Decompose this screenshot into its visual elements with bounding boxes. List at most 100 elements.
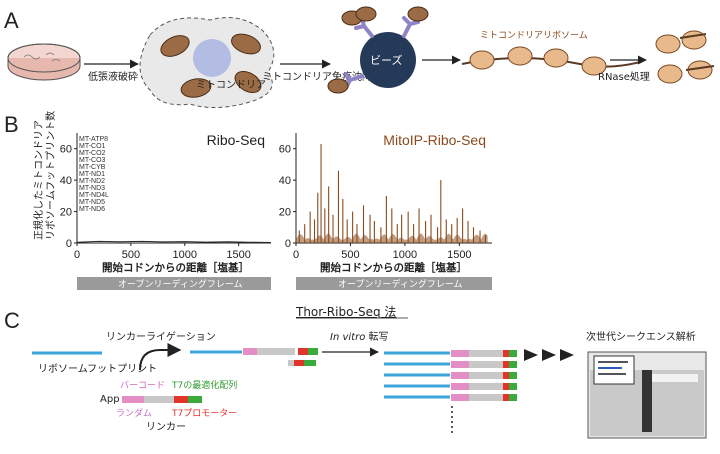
gene-name: MT-CO1 [79,143,106,150]
transcript-t7opt [509,394,517,401]
transcript-row [384,361,517,368]
transcript-random [469,394,503,401]
y-tick-label: 0 [285,238,291,250]
chart-title: Ribo-Seq [207,132,265,148]
random-label: ランダム [116,407,152,419]
ngs-label: 次世代シークエンス解析 [586,330,696,343]
y-tick-label: 60 [279,144,291,156]
barcode-label: バーコード [120,380,165,391]
transcript-row [384,383,517,390]
transcript-random [469,361,503,368]
gene-name: MT-CO2 [79,150,106,157]
transcript-t7opt [509,372,517,379]
gene-name: MT-CO3 [79,157,106,164]
transcript-row [384,372,517,379]
transcript-t7opt [509,350,517,357]
y-tick-label: 20 [60,207,72,219]
digested-ribosome-icon [655,30,715,84]
transcript-t7 [503,394,509,401]
gene-name: MT-ND3 [79,185,105,192]
ligated-product [190,348,318,366]
app-label: App [100,394,120,405]
linker-ligation-label: リンカーライゲーション [106,331,216,343]
mitoip-ribo-seq-chart: 0 20 40 60 0 500 1000 1500 MitoIP-Ribo-Seq [279,132,492,261]
transcript-barcode [451,383,469,390]
x-axis-label-left: 開始コドンからの距離［塩基］ [102,261,249,274]
t7-optimized-label: T7の最適化配列 [171,379,237,391]
x-tick-label: 1500 [226,249,250,261]
transcript-random [469,383,503,390]
bead-icon [327,6,429,94]
chart-title: MitoIP-Ribo-Seq [383,132,486,148]
y-axis-label-line2: リボソームフットプリント数 [44,111,57,240]
orf-label-left: オープンリーディングフレーム [118,278,243,290]
invitro-label: In vitro 転写 [330,331,389,343]
panel-label-b: B [4,112,19,137]
gene-name: MT-ND4L [79,192,109,199]
mitoribosome-icon [461,46,641,76]
transcript-t7 [503,372,509,379]
thor-ribo-seq-title: Thor-Ribo-Seq 法 [295,305,396,319]
panel-label-a: A [4,8,19,33]
transcript-random [469,350,503,357]
y-tick-label: 0 [66,238,72,250]
gene-list: MT-ATP8MT-CO1MT-CO2MT-CO3MT-CYBMT-ND1MT-… [79,136,109,213]
gene-name: MT-ND5 [79,199,105,206]
transcript-barcode [451,350,469,357]
transcript-stack [384,350,517,401]
orf-label-right: オープンリーディングフレーム [338,278,463,290]
beads-label: ビーズ [370,53,402,67]
transcript-row [384,394,517,401]
gene-name: MT-ND2 [79,178,105,185]
mitochondria-icon [160,33,262,98]
ligation-arrow [139,343,182,371]
x-tick-label: 1000 [173,249,197,261]
transcript-t7opt [509,361,517,368]
gene-name: MT-ND1 [79,171,105,178]
transcript-barcode [451,361,469,368]
cell-icon [139,17,275,108]
y-axis-label-line1: 正規化したミトコンドリア [32,120,45,240]
rnase-label: RNase処理 [598,70,650,83]
footprint-label: リボソームフットプリント [38,363,157,375]
linker-construct [122,396,202,403]
t7-promoter-label: T7プロモーター [171,408,237,419]
y-tick-label: 60 [60,144,72,156]
transcript-t7opt [509,383,517,390]
gene-name: MT-ND6 [79,206,105,213]
transcript-t7 [503,383,509,390]
orf-bar-left [77,277,271,290]
sequencer-icon [587,351,707,439]
y-tick-label: 20 [279,207,291,219]
transcript-t7 [503,361,509,368]
ribo-seq-chart: 0 20 40 60 0 500 1000 1500 Ribo-Seq [60,132,272,261]
x-tick-label: 1000 [393,249,417,261]
transcript-barcode [451,394,469,401]
triple-arrows [524,349,574,361]
x-tick-label: 0 [293,249,299,261]
invitro-italic: In vitro [330,332,365,343]
hypotonic-lysis-label: 低張液破砕 [88,70,138,83]
y-tick-label: 40 [279,175,291,187]
transcript-t7 [503,350,509,357]
invitro-suffix: 転写 [365,331,388,343]
x-axis-label-right: 開始コドンからの距離［塩基］ [320,261,467,274]
transcript-row [384,350,517,357]
panel-label-c: C [4,308,20,333]
y-tick-label: 40 [60,175,72,187]
ribo-seq-line [76,240,272,243]
petri-dish-icon [7,43,81,81]
orf-bar-right [296,277,492,290]
x-tick-label: 500 [341,249,359,261]
gene-name: MT-CYB [79,164,106,171]
transcript-random [469,372,503,379]
x-tick-label: 0 [74,249,80,261]
gene-name: MT-ATP8 [79,136,108,143]
linker-label: リンカー [146,421,186,433]
mitochondria-label: ミトコンドリア [196,80,266,91]
mitoribosome-label: ミトコンドリアリボソーム [480,30,588,41]
x-tick-label: 1500 [447,249,471,261]
x-tick-label: 500 [122,249,140,261]
transcript-barcode [451,372,469,379]
